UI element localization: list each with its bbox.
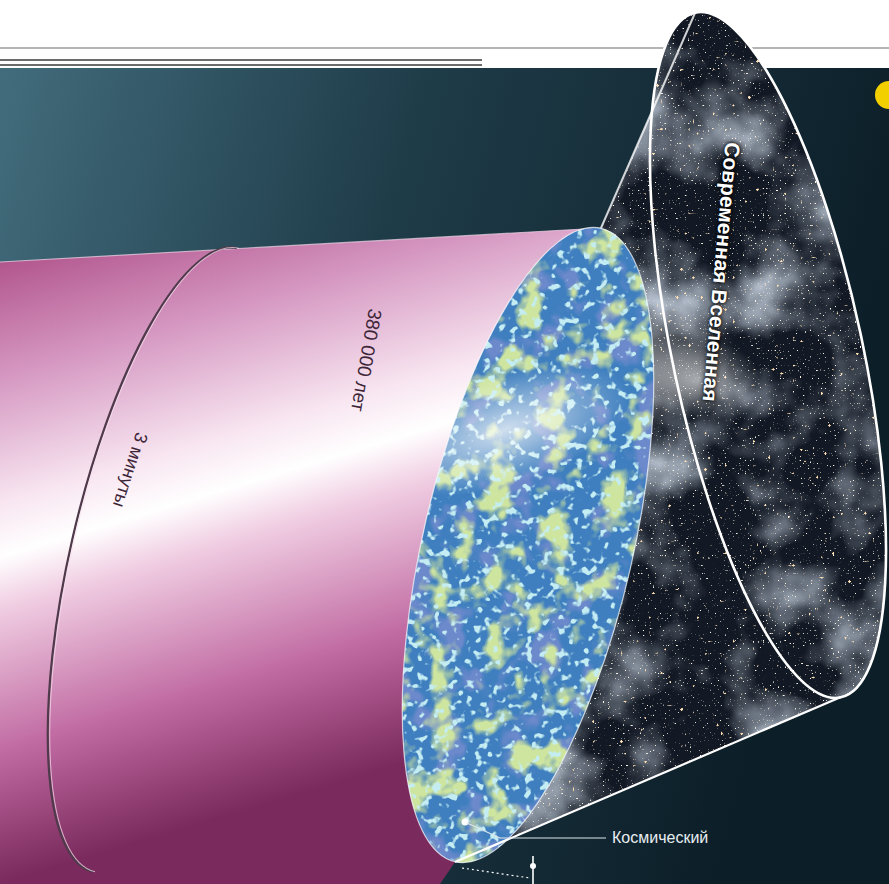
cylinder-edge [0, 228, 601, 262]
header-rule [0, 48, 889, 49]
ring-highlight [2, 227, 239, 872]
callout-label: Космический [612, 829, 708, 847]
era-label: Современная Вселенная [698, 141, 745, 402]
cmb-cold-spots [380, 200, 680, 884]
cmb-outline [353, 205, 704, 884]
bracket-dot [530, 863, 536, 869]
callout-dot [462, 819, 469, 826]
leader-line [467, 823, 606, 838]
dotted-guide [462, 868, 530, 878]
three-minute-ring [0, 227, 237, 872]
cone-edge [455, 697, 841, 862]
light-beam [364, 338, 645, 523]
cmb-warm-spots [380, 200, 680, 884]
header-double-rule [0, 59, 482, 61]
epoch-label: 380 000 лет [346, 307, 386, 413]
cmb-fine-grain [380, 200, 680, 884]
cone-edge [601, 13, 695, 228]
present-universe-outline [602, 0, 889, 717]
cmb-texture [364, 200, 680, 884]
section-marker [875, 81, 889, 109]
epoch-label: 3 минуты [108, 430, 152, 510]
bracket [532, 856, 534, 884]
header-double-rule [0, 64, 482, 66]
